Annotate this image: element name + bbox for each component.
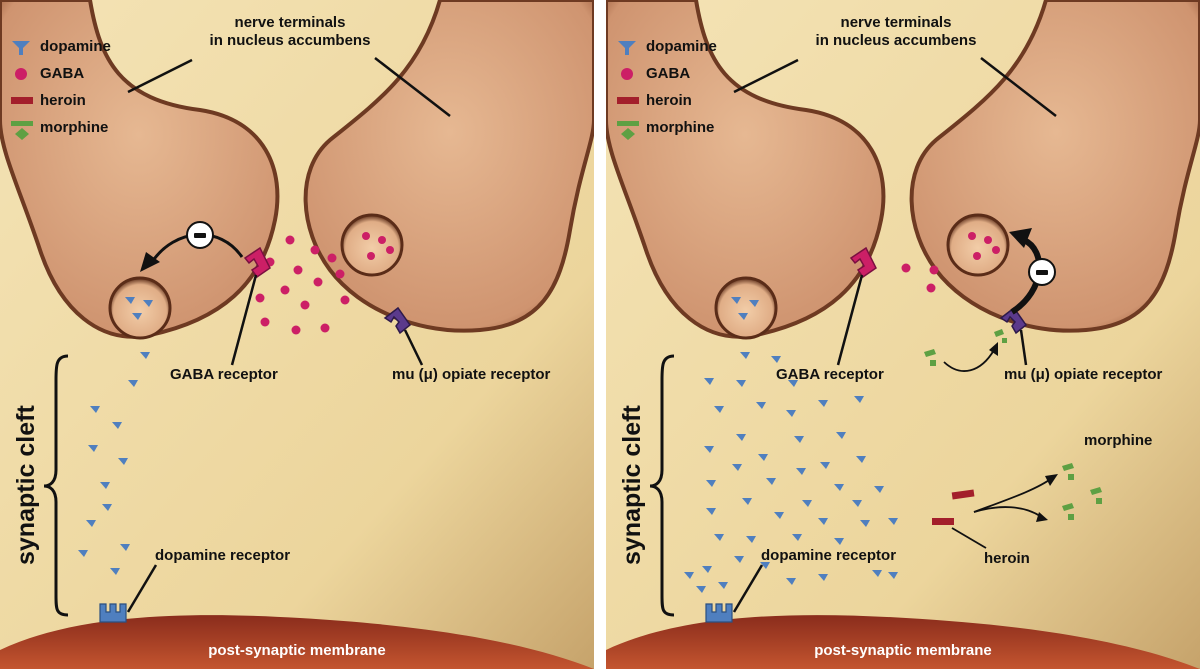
membrane-label: post-synaptic membrane	[208, 642, 386, 659]
metabolism-arrow-1	[973, 477, 1053, 513]
binding-arrow	[943, 349, 995, 372]
gaba-receptor-label: GABA receptor	[170, 366, 278, 383]
dopamine-icon	[618, 41, 636, 55]
terminals-label: nerve terminals in nucleus accumbens	[796, 14, 996, 50]
nerve-terminal-left	[0, 0, 280, 339]
panel-normal: dopamine GABA heroin morphine nerve term…	[0, 0, 594, 669]
vesicle-gaba-group	[968, 232, 1000, 260]
synaptic-cleft-label: synaptic cleft	[618, 405, 646, 565]
legend-label: morphine	[646, 119, 715, 136]
panel-opiate: dopamine GABA heroin morphine nerve term…	[606, 0, 1200, 669]
legend-label: GABA	[646, 65, 691, 82]
gaba-vesicle	[946, 213, 1010, 277]
terminals-label-line2: in nucleus accumbens	[209, 32, 371, 49]
gaba-icon	[15, 68, 27, 80]
post-synaptic-membrane	[606, 615, 1200, 669]
morphine-icon	[617, 121, 639, 140]
heroin-label: heroin	[984, 550, 1030, 567]
dopamine-vesicle	[714, 276, 778, 340]
membrane-label: post-synaptic membrane	[814, 642, 992, 659]
legend-label: heroin	[646, 92, 692, 109]
dopamine-receptor-label: dopamine receptor	[155, 547, 291, 564]
morphine-label: morphine	[1084, 432, 1153, 449]
legend-label: heroin	[40, 92, 86, 109]
terminals-label-line1: nerve terminals	[234, 14, 346, 31]
inhibition-minus-icon	[1028, 258, 1056, 286]
heroin-icon	[11, 97, 33, 104]
legend-label: GABA	[40, 65, 85, 82]
gaba-receptor	[243, 246, 271, 279]
metabolism-arrowhead-2	[1036, 512, 1048, 522]
metabolism-arrow-2	[973, 506, 1041, 517]
gaba-receptor-label: GABA receptor	[776, 366, 884, 383]
bound-morphine	[994, 329, 1007, 343]
released-gaba	[901, 263, 939, 293]
gaba-receptor	[849, 246, 877, 279]
mu-receptor-label: mu (μ) opiate receptor	[392, 366, 551, 383]
terminals-label-line1: nerve terminals	[840, 14, 952, 31]
vesicle-gaba-group	[362, 232, 394, 260]
mu-receptor-label: mu (μ) opiate receptor	[1004, 366, 1163, 383]
released-dopamine	[684, 352, 898, 593]
inhibition-minus-icon	[186, 221, 214, 249]
heroin-icon	[617, 97, 639, 104]
morphine-molecules	[1062, 463, 1102, 520]
morphine-icon	[11, 121, 33, 140]
inhibition-arrowhead	[1009, 228, 1032, 248]
cleft-brace	[649, 354, 675, 617]
mu-opiate-receptor	[999, 306, 1028, 335]
pointer-lines	[126, 57, 451, 613]
terminals-label: nerve terminals in nucleus accumbens	[190, 14, 390, 50]
gaba-vesicle	[340, 213, 404, 277]
mu-opiate-receptor	[383, 306, 412, 335]
nerve-terminal-left	[606, 0, 886, 339]
scene-right	[606, 0, 1200, 669]
post-synaptic-membrane	[0, 615, 594, 669]
inhibition-arrowhead	[140, 252, 160, 272]
vesicle-dopamine-group	[731, 297, 759, 320]
heroin-molecules	[932, 489, 975, 525]
legend-label: dopamine	[40, 38, 111, 55]
pointer-lines	[732, 57, 1057, 613]
dopamine-icon	[12, 41, 30, 55]
dopamine-receptor	[705, 603, 733, 623]
dopamine-receptor-label: dopamine receptor	[761, 547, 897, 564]
dopamine-vesicle	[108, 276, 172, 340]
metabolism-arrowhead-1	[1045, 474, 1058, 486]
dopamine-receptor	[99, 603, 127, 623]
approaching-morphine	[924, 349, 936, 366]
terminals-label-line2: in nucleus accumbens	[815, 32, 977, 49]
synaptic-cleft-label: synaptic cleft	[12, 405, 40, 565]
cleft-brace	[43, 354, 69, 617]
gaba-icon	[621, 68, 633, 80]
scene-left	[0, 0, 594, 669]
legend-label: dopamine	[646, 38, 717, 55]
legend-label: morphine	[40, 119, 109, 136]
released-dopamine	[78, 352, 150, 575]
binding-arrowhead	[989, 342, 998, 356]
vesicle-dopamine-group	[125, 297, 153, 320]
